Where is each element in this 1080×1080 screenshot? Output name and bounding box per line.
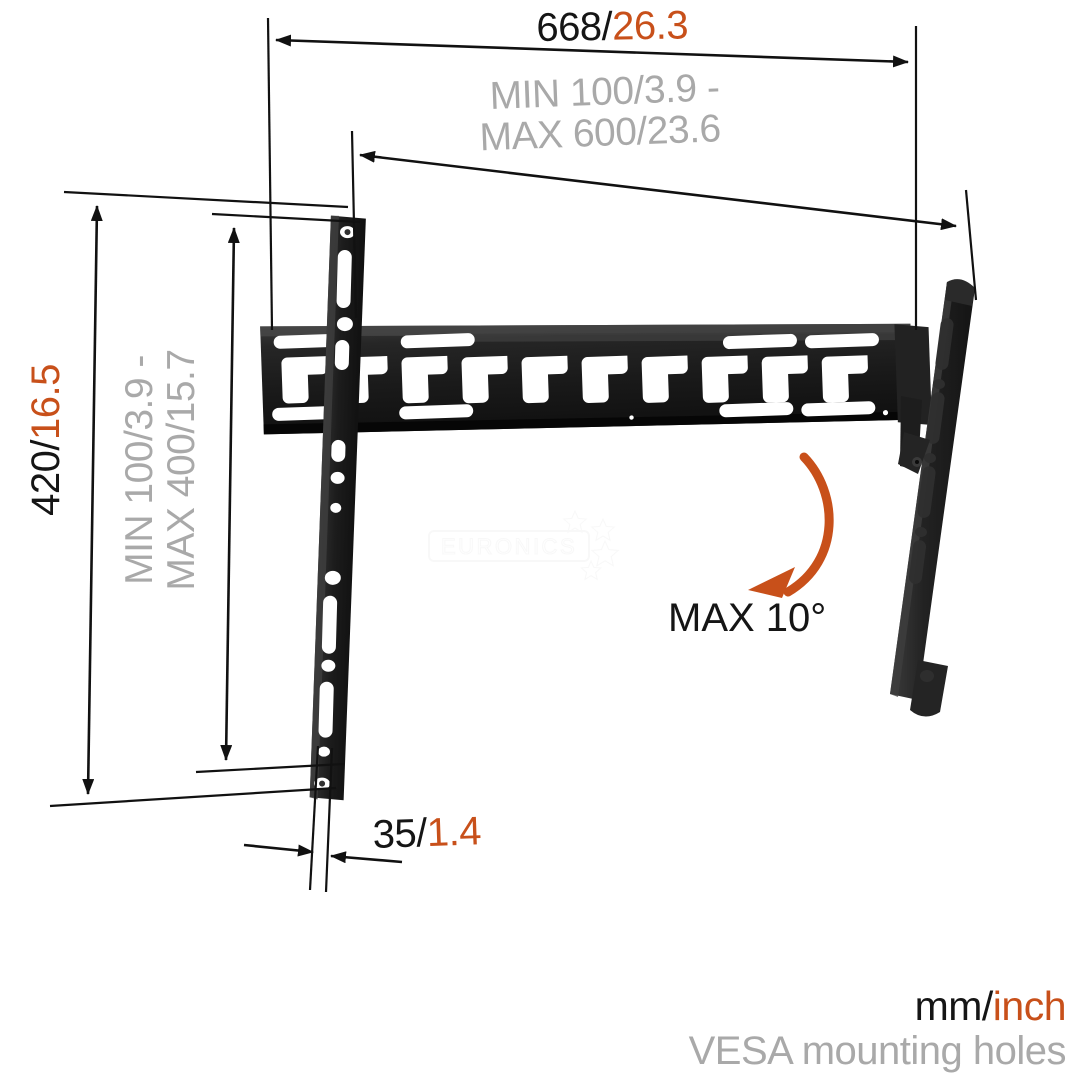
- dim-vesa-horizontal: [350, 130, 978, 319]
- dim-vesa-vertical: [195, 212, 361, 774]
- left-arm-holes: [314, 226, 355, 790]
- horizontal-wall-rail: [260, 323, 932, 435]
- dim-overall-width: [266, 17, 918, 331]
- rail-top-holes: [273, 333, 879, 350]
- legend-caption: VESA mounting holes: [688, 1028, 1067, 1073]
- units-legend: mm/inch VESA mounting holes: [688, 983, 1067, 1073]
- dim-overall-height: [49, 190, 349, 808]
- label-vesa-horizontal: MIN 100/3.9 - MAX 600/23.6: [478, 66, 722, 160]
- label-overall-height: 420/16.5: [24, 364, 68, 516]
- tilt-arm-slots: [908, 318, 954, 682]
- rail-center-mark: [629, 415, 634, 420]
- label-depth: 35/1.4: [371, 809, 482, 857]
- dim-depth: [243, 745, 403, 893]
- right-tilted-arm: [890, 279, 975, 717]
- left-vertical-arm: [309, 215, 366, 801]
- rail-screw-mark: [882, 410, 889, 416]
- legend-units: mm/inch: [914, 983, 1067, 1030]
- label-overall-width: 668/26.3: [535, 3, 689, 50]
- tilt-arm-foot: [910, 660, 948, 717]
- label-vesa-vertical: MIN 100/3.9 - MAX 400/15.7: [118, 349, 203, 591]
- tilt-arrow-icon: [748, 452, 834, 598]
- label-max-tilt: MAX 10°: [668, 596, 827, 640]
